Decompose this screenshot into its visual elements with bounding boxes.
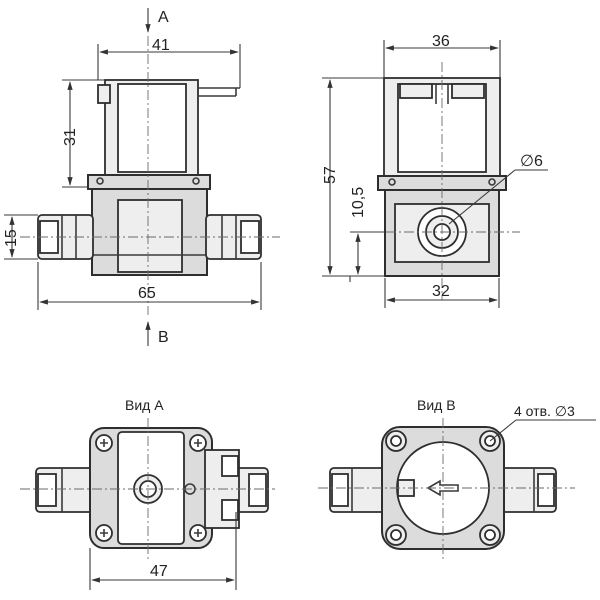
dim-view-a-47: 47 <box>150 563 168 580</box>
front-view: A 41 31 <box>3 8 280 346</box>
holes-note: 4 отв. ∅3 <box>514 403 575 419</box>
dim-total-65: 65 <box>138 285 156 302</box>
side-view: 36 57 10,5 ∅6 <box>322 33 548 308</box>
mount-hole <box>484 529 496 541</box>
mount-hole <box>390 529 402 541</box>
dim-bottom-32: 32 <box>432 283 450 300</box>
dim-width-41: 41 <box>152 37 170 54</box>
section-a-label: A <box>158 9 169 26</box>
mount-hole <box>390 435 402 447</box>
dim-height-57: 57 <box>322 166 339 184</box>
dim-offset-10-5: 10,5 <box>350 187 367 218</box>
view-a: Вид А 47 <box>20 397 275 590</box>
dim-hole-diameter: ∅6 <box>520 153 543 170</box>
dim-width-36: 36 <box>432 33 450 50</box>
view-b: Вид В 4 отв. ∅3 <box>318 397 596 560</box>
view-a-title: Вид А <box>125 397 164 413</box>
view-b-title: Вид В <box>417 397 456 413</box>
dim-fitting-15: 15 <box>3 229 20 247</box>
dim-height-31: 31 <box>62 128 79 146</box>
section-b-label: B <box>158 329 169 346</box>
flange-plate <box>87 174 211 190</box>
